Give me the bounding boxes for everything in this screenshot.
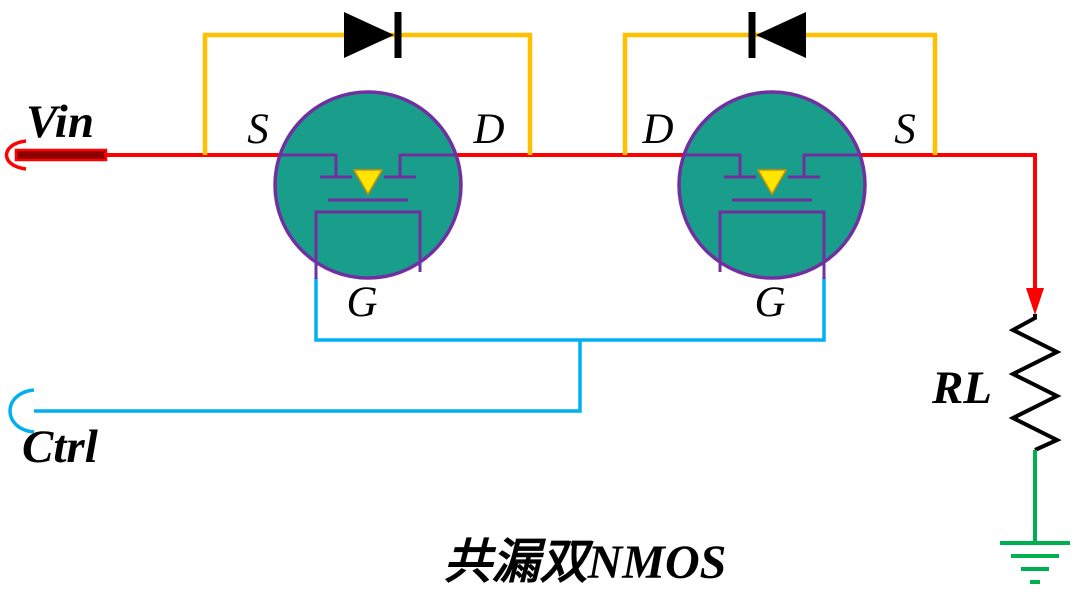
mosfet-left-drain-lead bbox=[398, 153, 456, 177]
gate-control-network bbox=[8, 278, 826, 434]
mosfet-right bbox=[677, 90, 867, 280]
load-label: RL bbox=[931, 362, 992, 414]
current-arrowhead bbox=[1026, 288, 1044, 315]
mosfet-left-source-label: S bbox=[247, 106, 269, 153]
mosfet-left-gate-electrode bbox=[314, 210, 422, 279]
ctrl-connector-arc bbox=[8, 388, 35, 434]
gate-bus-wire bbox=[314, 278, 826, 342]
mosfet-right-source-label: S bbox=[894, 106, 916, 153]
diode-left-triangle bbox=[344, 12, 394, 58]
mosfet-left bbox=[273, 90, 463, 280]
diode-left bbox=[344, 12, 402, 58]
mosfet-right-drain-label: D bbox=[641, 106, 673, 153]
mosfet-left-body-arrow bbox=[352, 169, 384, 196]
caption: 共漏双NMOS bbox=[444, 536, 727, 589]
diode-right bbox=[748, 12, 806, 58]
mosfet-left-source-lead bbox=[280, 153, 338, 177]
red-signal-path bbox=[4, 139, 1044, 315]
vin-terminal-bar bbox=[14, 148, 108, 162]
ctrl-wire bbox=[34, 340, 582, 413]
mosfet-right-source-lead bbox=[802, 153, 860, 177]
vin-label: Vin bbox=[26, 96, 94, 148]
mosfet-left-drain-label: D bbox=[472, 106, 504, 153]
mosfet-right-drain-lead bbox=[684, 153, 742, 177]
mosfet-left-gate-label: G bbox=[346, 279, 377, 326]
ground-branch bbox=[1000, 450, 1070, 584]
vin-connector-arc bbox=[4, 139, 27, 171]
pin-labels: S D D S G G bbox=[247, 106, 916, 326]
mosfet-left-symbol bbox=[280, 153, 456, 279]
mosfet-right-gate-electrode bbox=[718, 210, 826, 279]
load-resistor bbox=[1008, 314, 1062, 452]
mosfet-right-symbol bbox=[684, 153, 860, 279]
mosfet-right-body-arrow bbox=[756, 169, 788, 196]
ctrl-label: Ctrl bbox=[22, 421, 98, 473]
diode-right-triangle bbox=[756, 12, 806, 58]
mosfet-right-gate-label: G bbox=[754, 279, 785, 326]
ground-symbol bbox=[1000, 541, 1070, 584]
wire-mosfet2-to-load bbox=[858, 153, 1037, 292]
